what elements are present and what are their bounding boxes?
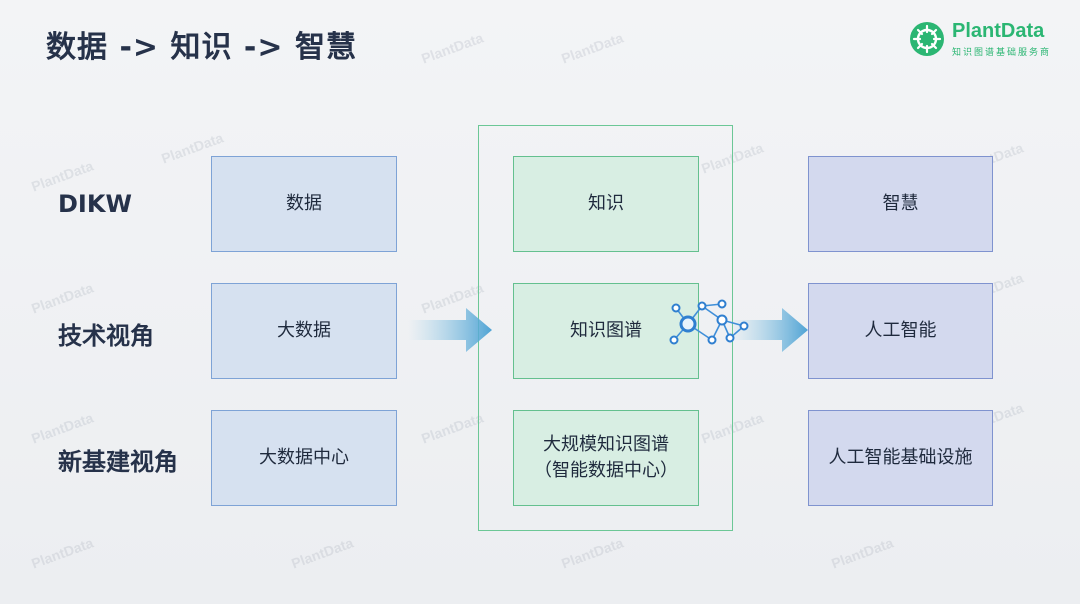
- ai-label: 人工智能: [864, 320, 937, 341]
- row-label-dikw: DIKW: [58, 190, 132, 218]
- watermark: PlantData: [829, 534, 896, 572]
- big-data-box: 大数据: [211, 283, 397, 379]
- wisdom-box: 智慧: [808, 156, 993, 252]
- smart-data-center-label: （智能数据中心）: [534, 460, 678, 481]
- wisdom-label: 智慧: [882, 193, 919, 214]
- row-label-tech: 技术视角: [58, 322, 154, 350]
- watermark: PlantData: [29, 409, 96, 447]
- arrow-right-icon: [408, 308, 492, 352]
- knowledge-graph-box: 知识图谱: [513, 283, 699, 379]
- large-knowledge-graph-text: 大规模知识图谱 （智能数据中心）: [534, 432, 678, 484]
- page-title: 数据 -> 知识 -> 智慧: [46, 30, 357, 65]
- plantdata-logo-icon: [910, 22, 944, 56]
- ai-infrastructure-box: 人工智能基础设施: [808, 410, 993, 506]
- ai-box: 人工智能: [808, 283, 993, 379]
- watermark: PlantData: [29, 157, 96, 195]
- brand-logo: PlantData 知识图谱基础服务商: [908, 18, 1068, 64]
- network-graph-icon: [669, 299, 749, 345]
- big-data-label: 大数据: [277, 320, 331, 341]
- row-label-new-infra: 新基建视角: [58, 448, 178, 476]
- large-knowledge-graph-box: 大规模知识图谱 （智能数据中心）: [513, 410, 699, 506]
- data-box: 数据: [211, 156, 397, 252]
- data-label: 数据: [286, 193, 322, 214]
- ai-infrastructure-label: 人工智能基础设施: [828, 447, 973, 468]
- arrow-right-icon: [730, 308, 808, 352]
- watermark: PlantData: [419, 409, 486, 447]
- watermark: PlantData: [559, 534, 626, 572]
- logo-brand-name: PlantData: [952, 20, 1045, 42]
- large-knowledge-graph-label: 大规模知识图谱: [543, 434, 669, 455]
- logo-tagline: 知识图谱基础服务商: [952, 48, 1052, 58]
- watermark: PlantData: [29, 279, 96, 317]
- watermark: PlantData: [419, 29, 486, 67]
- knowledge-label: 知识: [588, 193, 624, 214]
- big-data-center-box: 大数据中心: [211, 410, 397, 506]
- watermark: PlantData: [289, 534, 356, 572]
- watermark: PlantData: [29, 534, 96, 572]
- watermark: PlantData: [559, 29, 626, 67]
- big-data-center-label: 大数据中心: [259, 447, 349, 468]
- knowledge-box: 知识: [513, 156, 699, 252]
- knowledge-graph-label: 知识图谱: [570, 320, 642, 341]
